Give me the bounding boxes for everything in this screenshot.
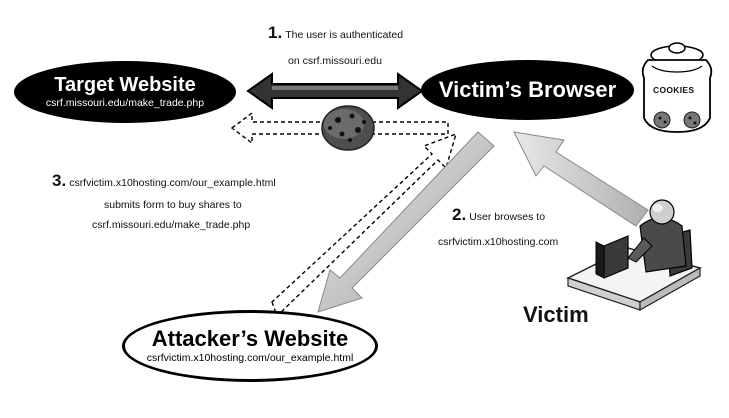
form-submit-arrow xyxy=(271,132,458,318)
step-2-line-2-label: csrfvictim.x10hosting.com xyxy=(438,236,559,248)
cookie-icon xyxy=(321,105,375,151)
attackers-website-title: Attacker’s Website xyxy=(151,326,349,351)
step-2-number: 2. xyxy=(452,205,467,224)
step-3-line-3-label: csrf.missouri.edu/make_trade.php xyxy=(92,219,251,231)
target-website-url: csrf.missouri.edu/make_trade.php xyxy=(45,97,205,109)
step-3-number: 3. xyxy=(52,171,67,190)
step-3-line-1: csrfvictim.x10hosting.com/our_example.ht… xyxy=(69,177,276,189)
target-website-title: Target Website xyxy=(54,74,196,96)
step-2-line-1: User browses to xyxy=(469,211,546,223)
step-2-label: 2.User browses to xyxy=(452,205,545,225)
attackers-website-url: csrfvictim.x10hosting.com/our_example.ht… xyxy=(146,352,354,364)
step-1-number: 1. xyxy=(268,23,283,42)
step-1-line-1: The user is authenticated xyxy=(285,29,404,41)
step-3-line-2-label: submits form to buy shares to xyxy=(104,199,242,211)
target-website-node: Target Website csrf.missouri.edu/make_tr… xyxy=(14,61,236,123)
victims-browser-node: Victim’s Browser xyxy=(421,60,634,120)
browse-arrow xyxy=(513,131,649,227)
step-1-line-2-label: on csrf.missouri.edu xyxy=(288,55,382,67)
step-1-label: 1.The user is authenticated xyxy=(268,23,403,43)
victims-browser-title: Victim’s Browser xyxy=(438,77,617,102)
cookie-jar-label: COOKIES xyxy=(653,85,695,95)
auth-double-arrow xyxy=(246,72,424,110)
page-load-arrow xyxy=(317,131,495,313)
cookie-jar-icon xyxy=(641,42,713,133)
victim-at-computer-icon xyxy=(566,199,702,312)
step-3-label: 3.csrfvictim.x10hosting.com/our_example.… xyxy=(52,171,276,191)
victim-label: Victim xyxy=(523,302,589,327)
attackers-website-node: Attacker’s Website csrfvictim.x10hosting… xyxy=(122,310,378,382)
